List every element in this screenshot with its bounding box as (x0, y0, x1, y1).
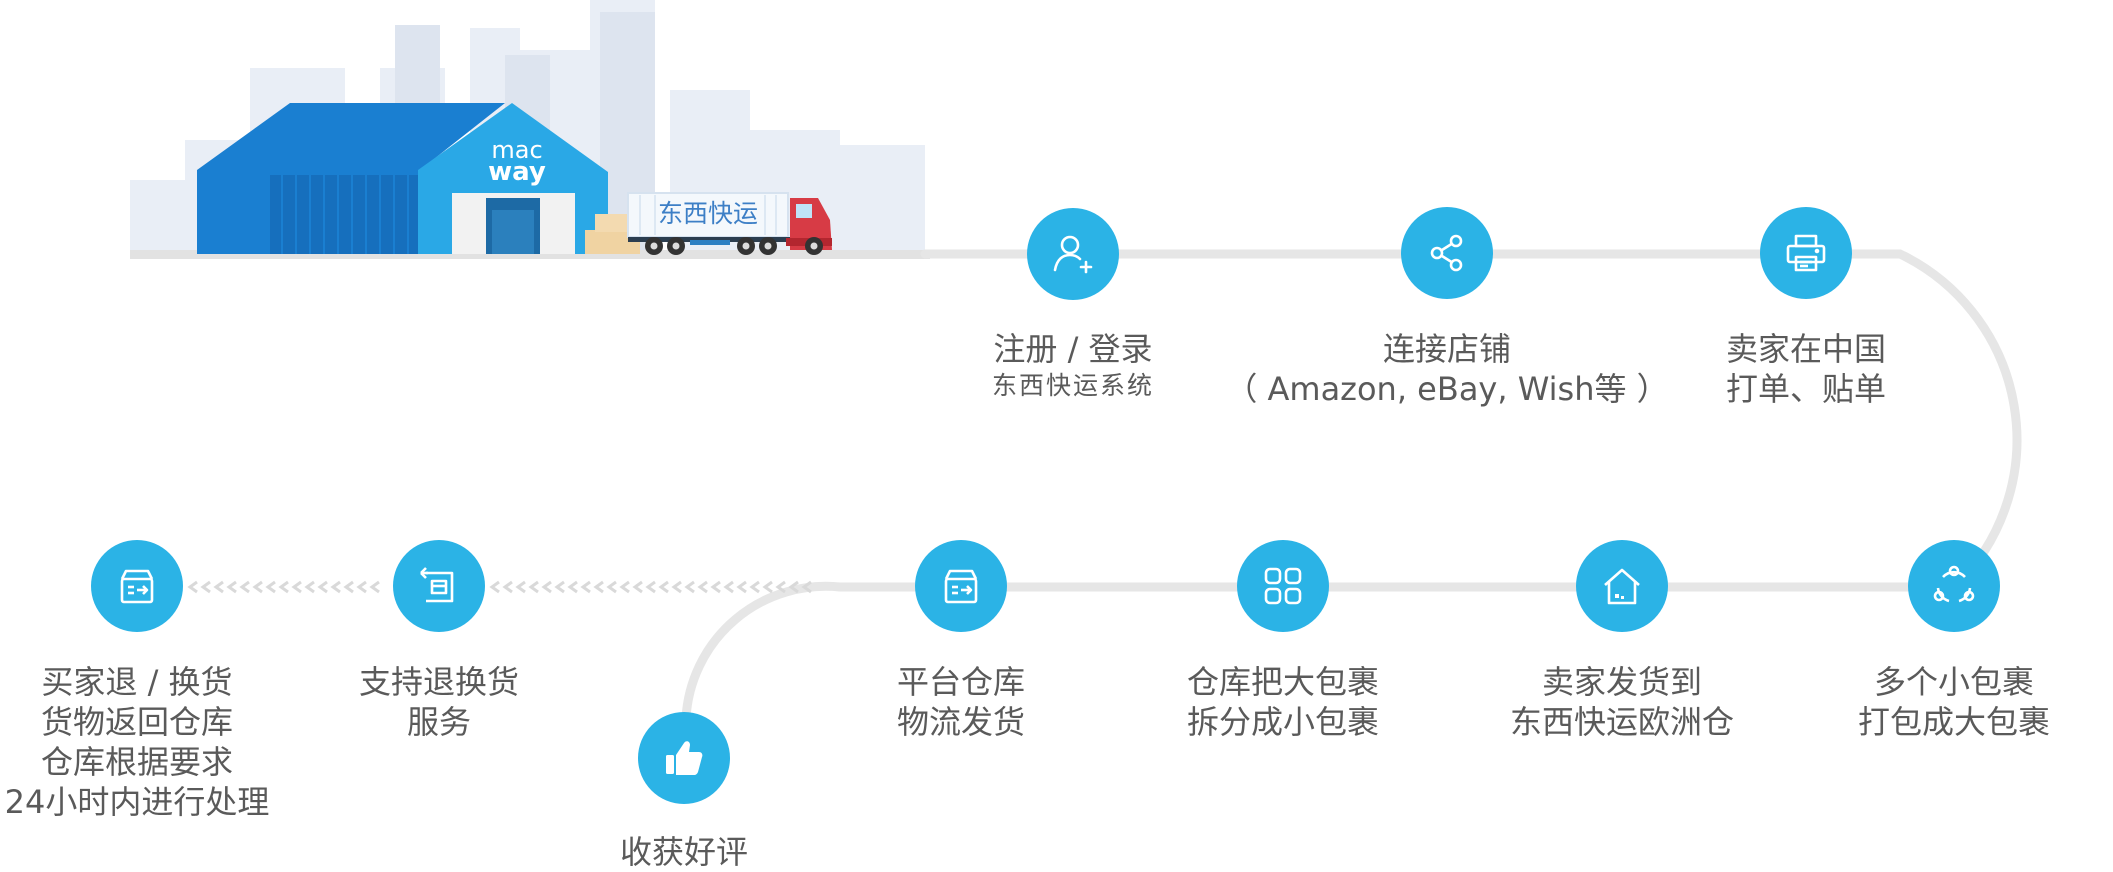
step-platform-ship-label: 平台仓库 物流发货 (896, 663, 1026, 741)
box-out-icon (944, 569, 978, 604)
return-arrow (593, 580, 604, 594)
return-arrow (239, 580, 250, 594)
return-arrow (515, 580, 526, 594)
return-arrow (278, 580, 289, 594)
step-print-label-label: 卖家在中国 打单、贴单 (1725, 330, 1887, 408)
step-good-review-node (638, 712, 730, 804)
return-arrow (697, 580, 708, 594)
return-arrow (489, 580, 500, 594)
step-good-review-label: 收获好评 (619, 833, 749, 871)
return-arrow (213, 580, 224, 594)
return-arrow-chain (187, 580, 812, 594)
return-arrow (580, 580, 591, 594)
user-add-icon (1053, 235, 1093, 274)
return-arrow (723, 580, 734, 594)
step-consolidate-label: 多个小包裹 打包成大包裹 (1857, 663, 2051, 741)
step-print-label-node (1760, 207, 1852, 299)
step-buyer-return-label: 买家退 / 换货 货物返回仓库 仓库根据要求 24小时内进行处理 (4, 663, 270, 821)
step-connect-store-label: 连接店铺 （ Amazon, eBay, Wish等 ） (1225, 330, 1669, 408)
return-arrow (684, 580, 695, 594)
return-arrow (330, 580, 341, 594)
return-arrow (788, 580, 799, 594)
step-returns-service-node (393, 540, 485, 632)
step-split-node (1237, 540, 1329, 632)
return-arrow (567, 580, 578, 594)
step-connect-store-node (1401, 207, 1493, 299)
return-arrow (265, 580, 276, 594)
return-arrow (671, 580, 682, 594)
step-register-node (1027, 208, 1119, 300)
step-buyer-return-node (91, 540, 183, 632)
box-out-icon (120, 569, 154, 604)
step-consolidate-node (1908, 540, 2000, 632)
step-ship-to-warehouse-node (1576, 540, 1668, 632)
step-ship-to-warehouse-label: 卖家发货到 东西快运欧洲仓 (1509, 663, 1735, 741)
return-arrow (187, 580, 198, 594)
warehouse-building: mac way (197, 103, 640, 254)
return-arrow (632, 580, 643, 594)
step-split-label: 仓库把大包裹 拆分成小包裹 (1186, 663, 1380, 741)
return-arrow (645, 580, 656, 594)
truck-label: 东西快运 (658, 199, 758, 228)
warehouse-sign-2: way (488, 157, 546, 187)
return-arrow (710, 580, 721, 594)
return-arrow (775, 580, 786, 594)
step-returns-service-label: 支持退换货 服务 (358, 663, 520, 741)
share-icon (1430, 234, 1463, 272)
return-arrow (801, 580, 812, 594)
return-arrow (736, 580, 747, 594)
return-arrow (252, 580, 263, 594)
ground-line (130, 250, 930, 259)
step-register-label: 注册 / 登录 东西快运系统 (991, 330, 1155, 400)
return-arrow (200, 580, 211, 594)
process-track (681, 249, 2022, 723)
return-arrow (658, 580, 669, 594)
return-arrow (356, 580, 367, 594)
return-arrow (226, 580, 237, 594)
return-arrow (541, 580, 552, 594)
return-arrow (749, 580, 760, 594)
return-arrow (343, 580, 354, 594)
grid-icon (1264, 567, 1302, 605)
return-box-icon (420, 567, 454, 603)
return-arrow (304, 580, 315, 594)
house-icon (1604, 568, 1640, 605)
return-arrow (317, 580, 328, 594)
return-arrow (606, 580, 617, 594)
return-arrow (291, 580, 302, 594)
truck: 东西快运 (627, 192, 832, 255)
return-arrow (502, 580, 513, 594)
return-arrow (619, 580, 630, 594)
printer-icon (1786, 234, 1826, 272)
step-platform-ship-node (915, 540, 1007, 632)
return-arrow (762, 580, 773, 594)
return-arrow (528, 580, 539, 594)
return-arrow (369, 580, 380, 594)
cycle-icon (1933, 565, 1975, 603)
warehouse-sign: mac (491, 136, 542, 164)
return-arrow (554, 580, 565, 594)
thumbs-up-icon (666, 741, 703, 775)
